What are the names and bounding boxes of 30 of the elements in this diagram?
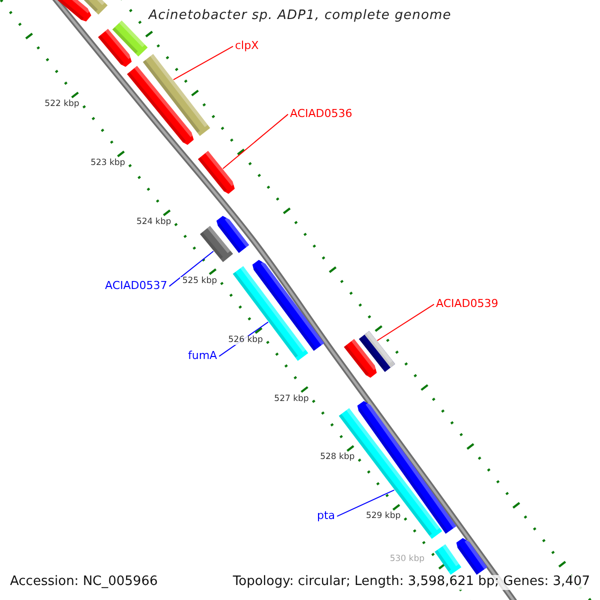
leader-line — [173, 46, 234, 80]
leader-line — [376, 304, 434, 342]
gene-label: ACIAD0536 — [290, 108, 352, 121]
gene-feature — [216, 216, 250, 253]
gene-feature — [198, 150, 235, 194]
gene-label: ACIAD0539 — [436, 298, 498, 311]
gene-feature — [126, 66, 194, 145]
leader-line — [336, 490, 395, 517]
leader-line — [222, 114, 288, 170]
gene-label: pta — [317, 510, 336, 523]
gene-bar — [338, 408, 442, 539]
gene-feature — [456, 538, 488, 575]
gene-label: ACIAD0537 — [105, 280, 168, 293]
gene-label: clpX — [235, 40, 259, 53]
position-label: 525 kbp — [180, 276, 220, 286]
diagram-title: Acinetobacter sp. ADP1, complete genome — [147, 9, 452, 24]
footer-text: Topology: circular; Length: 3,598,621 bp; Genes: 3,407 — [232, 575, 590, 590]
gene-label: fumA — [188, 350, 218, 363]
gene-feature — [344, 339, 377, 378]
leader-line — [168, 250, 214, 287]
gene-bar — [112, 20, 148, 56]
gene-bar — [358, 330, 396, 372]
position-label: 522 kbp — [42, 100, 82, 110]
gene-bar — [142, 54, 210, 136]
gene-feature — [357, 400, 456, 534]
gene-feature — [98, 28, 132, 67]
gene-bar — [200, 226, 234, 262]
position-label: 527 kbp — [272, 394, 312, 404]
gene-bar — [434, 544, 462, 575]
footer-text: Accession: NC_005966 — [10, 575, 158, 590]
